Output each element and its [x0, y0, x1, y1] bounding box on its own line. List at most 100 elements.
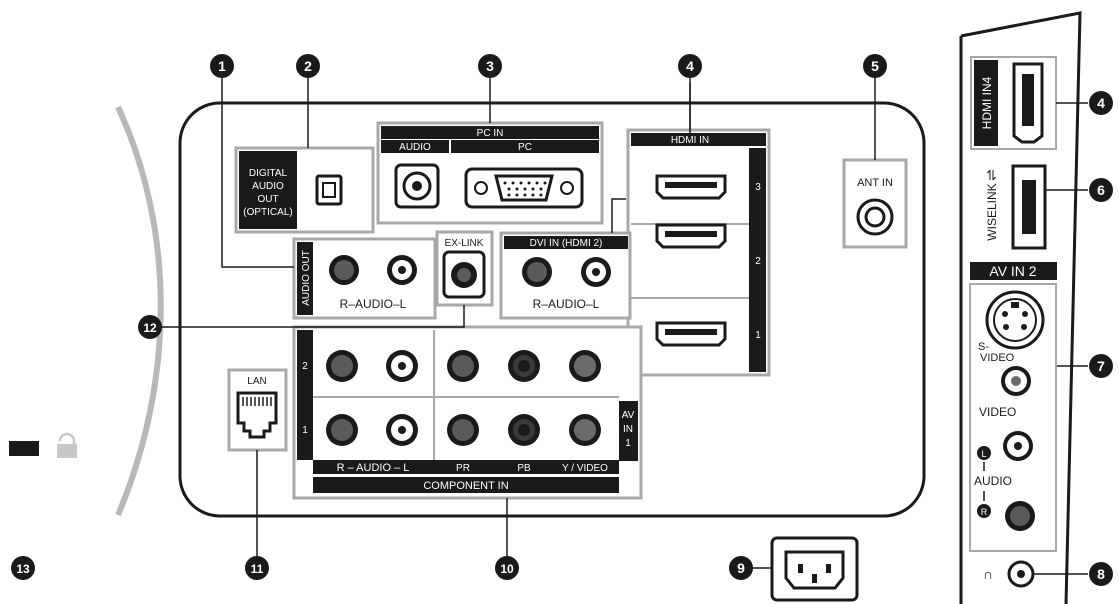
component-row-2-label: 2 [302, 361, 308, 372]
svg-text:6: 6 [1097, 182, 1105, 198]
hdmi-in-label: HDMI IN [671, 135, 709, 146]
svg-text:1: 1 [218, 58, 226, 74]
callout-6: 6 [1089, 178, 1113, 202]
lan-port [236, 391, 278, 439]
side-panel [959, 11, 1082, 604]
hdmi-3-label: 3 [755, 182, 761, 193]
callout-12: 12 [138, 315, 162, 339]
lock-icon [57, 432, 77, 458]
svg-text:13: 13 [16, 562, 30, 576]
callout-8: 8 [1089, 562, 1113, 586]
av-in-label-1: AV [622, 410, 635, 421]
callout-3: 3 [478, 54, 502, 78]
y-video-label: Y / VIDEO [562, 463, 608, 474]
pb-label: PB [517, 463, 531, 474]
callout-10: 10 [495, 556, 519, 580]
s-video-label-1: S- [978, 341, 989, 353]
hdmi-1-label: 1 [755, 330, 761, 341]
power-inlet [770, 536, 859, 602]
av-in-label-3: 1 [625, 438, 631, 449]
dvi-in-label: DVI IN (HDMI 2) [530, 238, 603, 249]
digital-audio-label-3: OUT [257, 194, 278, 205]
component-row-1-label: 1 [302, 425, 308, 436]
callout-13: 13 [11, 556, 35, 580]
digital-audio-label-1: DIGITAL [249, 168, 288, 179]
hdmi-in4-label: HDMI IN4 [980, 76, 994, 129]
vga-port [464, 167, 584, 209]
optical-port [315, 174, 343, 206]
svg-text:5: 5 [871, 58, 879, 74]
svg-text:12: 12 [143, 321, 157, 335]
comp1-pr-jack [447, 414, 479, 446]
svg-text:7: 7 [1097, 358, 1105, 374]
ex-link-jack [442, 250, 486, 299]
s-video-port [985, 290, 1045, 350]
component-audio-label: R – AUDIO – L [337, 462, 410, 474]
audio-r-jack [1005, 501, 1035, 531]
leader-lines [161, 77, 1088, 575]
svg-text:3: 3 [486, 58, 494, 74]
hdmi-in4-port [1012, 62, 1044, 144]
callout-7: 7 [1089, 354, 1113, 378]
hdmi-port-1 [655, 321, 727, 347]
av-in-label-2: IN [623, 424, 633, 435]
svg-text:10: 10 [500, 562, 514, 576]
s-video-label-2: VIDEO [980, 352, 1015, 364]
audio-l-jack [1003, 431, 1033, 461]
tv-edge-curve [115, 105, 164, 517]
svg-text:8: 8 [1097, 566, 1105, 582]
callout-4-side: 4 [1089, 91, 1113, 115]
video-jack [1001, 366, 1031, 396]
hdmi-port-3 [655, 174, 727, 200]
audio-out-l-jack [387, 255, 417, 285]
video-label: VIDEO [979, 405, 1016, 419]
audio-out-lr-label: R–AUDIO–L [340, 297, 407, 311]
ex-link-label: EX-LINK [445, 238, 484, 249]
pc-audio-label: AUDIO [399, 142, 431, 153]
svg-text:2: 2 [304, 58, 312, 74]
comp2-pr-jack [447, 350, 479, 382]
audio-out-label: AUDIO OUT [301, 250, 312, 306]
r-label: R [981, 507, 988, 517]
comp1-y-jack [569, 414, 601, 446]
pr-label: PR [456, 463, 470, 474]
audio-label: AUDIO [974, 474, 1012, 488]
svg-text:4: 4 [686, 58, 694, 74]
pc-label: PC [518, 142, 532, 153]
ant-in-text: ANT IN [857, 177, 893, 189]
usb-icon: ⇌ [983, 169, 999, 181]
comp2-audio-r-jack [326, 350, 358, 382]
lan-label: LAN [247, 376, 266, 387]
pc-in-label: PC IN [477, 128, 504, 139]
component-in-label: COMPONENT IN [423, 480, 508, 492]
comp2-y-jack [569, 350, 601, 382]
digital-audio-label-2: AUDIO [252, 181, 284, 192]
comp1-audio-r-jack [326, 414, 358, 446]
dvi-audio-l-jack [581, 257, 611, 287]
wiselink-label: WISELINK [985, 183, 999, 240]
hdmi-2-label: 2 [755, 256, 761, 267]
dvi-audio-r-jack [522, 257, 552, 287]
ant-in-jack [856, 198, 894, 236]
headphone-jack [1007, 560, 1035, 588]
comp1-pb-jack [508, 414, 540, 446]
callout-9: 9 [729, 556, 753, 580]
svg-text:9: 9 [737, 560, 745, 576]
kensington-slot [9, 441, 39, 456]
callout-2: 2 [296, 54, 320, 78]
comp2-pb-jack [508, 350, 540, 382]
svg-text:4: 4 [1097, 95, 1105, 111]
callout-1: 1 [210, 54, 234, 78]
l-label: L [981, 449, 986, 459]
callout-5: 5 [863, 54, 887, 78]
pc-audio-jack [394, 163, 440, 209]
av-in2-label: AV IN 2 [989, 263, 1036, 279]
audio-out-r-jack [329, 255, 359, 285]
dvi-audio-lr-label: R–AUDIO–L [533, 297, 600, 311]
headphone-icon: ∩ [983, 566, 993, 582]
comp1-audio-l-jack [386, 414, 418, 446]
svg-text:11: 11 [251, 562, 264, 576]
comp2-audio-l-jack [386, 350, 418, 382]
callout-11: 11 [245, 556, 269, 580]
